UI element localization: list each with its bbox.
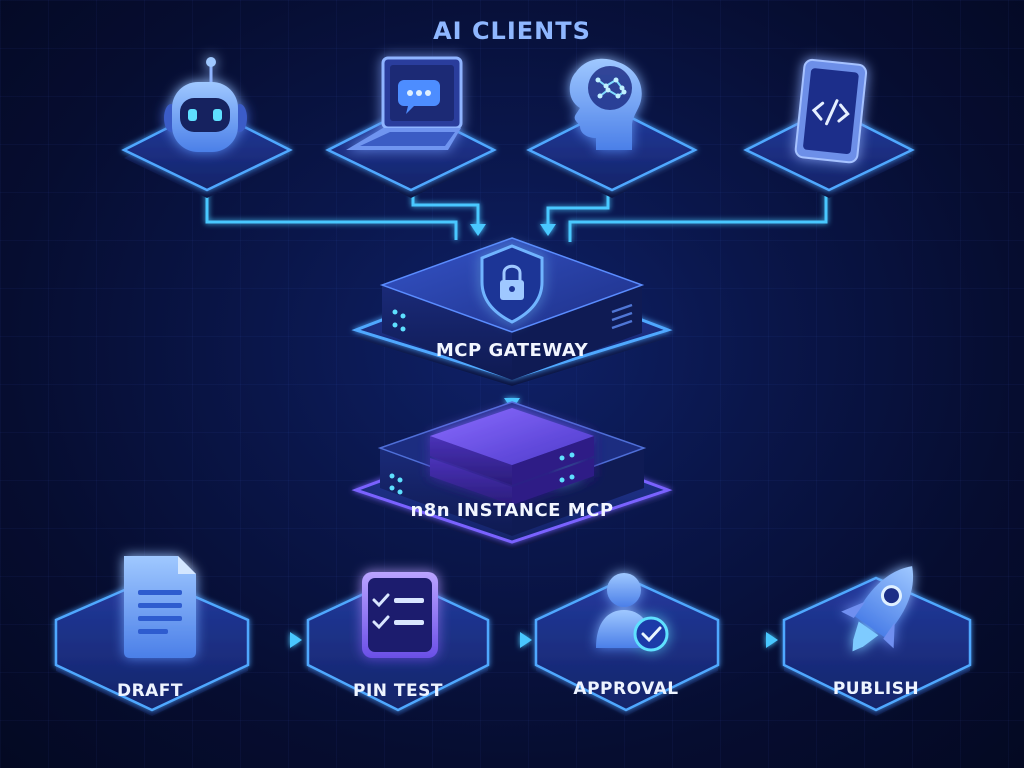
server-stack-icon xyxy=(430,408,594,505)
instance-label: n8n INSTANCE MCP xyxy=(410,500,613,521)
shield-lock-icon xyxy=(480,244,544,324)
pipeline-label-draft: DRAFT xyxy=(117,681,183,701)
pipeline-step-draft: DRAFT xyxy=(54,556,250,716)
client-platform-laptop xyxy=(325,56,497,198)
pipeline-step-pin-test: PIN TEST xyxy=(306,572,490,716)
pipeline-label-pin-test: PIN TEST xyxy=(353,681,443,701)
connector-tablet-gateway xyxy=(568,192,828,242)
laptop-chat-icon xyxy=(346,56,463,150)
client-platform-robot xyxy=(121,57,293,198)
brain-head-icon xyxy=(569,58,642,150)
pipeline-step-approval: APPROVAL xyxy=(534,573,720,716)
pipeline-label-publish: PUBLISH xyxy=(833,679,919,699)
rocket-icon xyxy=(841,566,913,652)
connector-robot-gateway xyxy=(205,192,458,240)
connector-laptop-gateway xyxy=(411,192,480,228)
gateway-label: MCP GATEWAY xyxy=(436,340,589,361)
user-check-icon xyxy=(596,573,669,652)
instance-node: n8n INSTANCE MCP xyxy=(351,401,673,550)
diagram-title: AI CLIENTS xyxy=(433,17,591,45)
code-tablet-icon xyxy=(794,58,868,164)
arrow-brain-gateway xyxy=(540,224,556,236)
pipeline-label-approval: APPROVAL xyxy=(573,679,678,699)
connector-brain-gateway xyxy=(546,190,610,228)
robot-icon xyxy=(164,57,247,152)
gateway-node: MCP GATEWAY xyxy=(351,237,673,386)
pipeline-connectors xyxy=(252,632,778,648)
client-platform-tablet xyxy=(743,58,915,198)
pipeline-step-publish: PUBLISH xyxy=(782,566,972,716)
arrow-laptop-gateway xyxy=(470,224,486,236)
document-icon xyxy=(124,556,196,658)
checklist-icon xyxy=(362,572,438,658)
client-platform-brain xyxy=(526,58,698,198)
